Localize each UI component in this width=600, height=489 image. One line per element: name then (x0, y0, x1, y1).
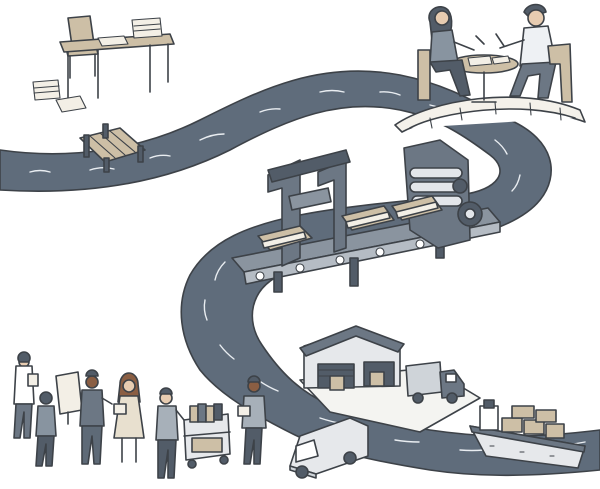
desk-icon (32, 15, 175, 113)
people-icon (13, 351, 267, 479)
ship-icon (469, 399, 586, 469)
press-icon (231, 139, 501, 293)
bridge-icon (394, 96, 586, 133)
cart-icon (175, 403, 231, 469)
truck-icon (405, 361, 465, 404)
meeting-icon (417, 3, 573, 103)
dock-icon (79, 123, 146, 173)
van-icon (289, 417, 369, 479)
warehouse-icon (299, 325, 481, 433)
